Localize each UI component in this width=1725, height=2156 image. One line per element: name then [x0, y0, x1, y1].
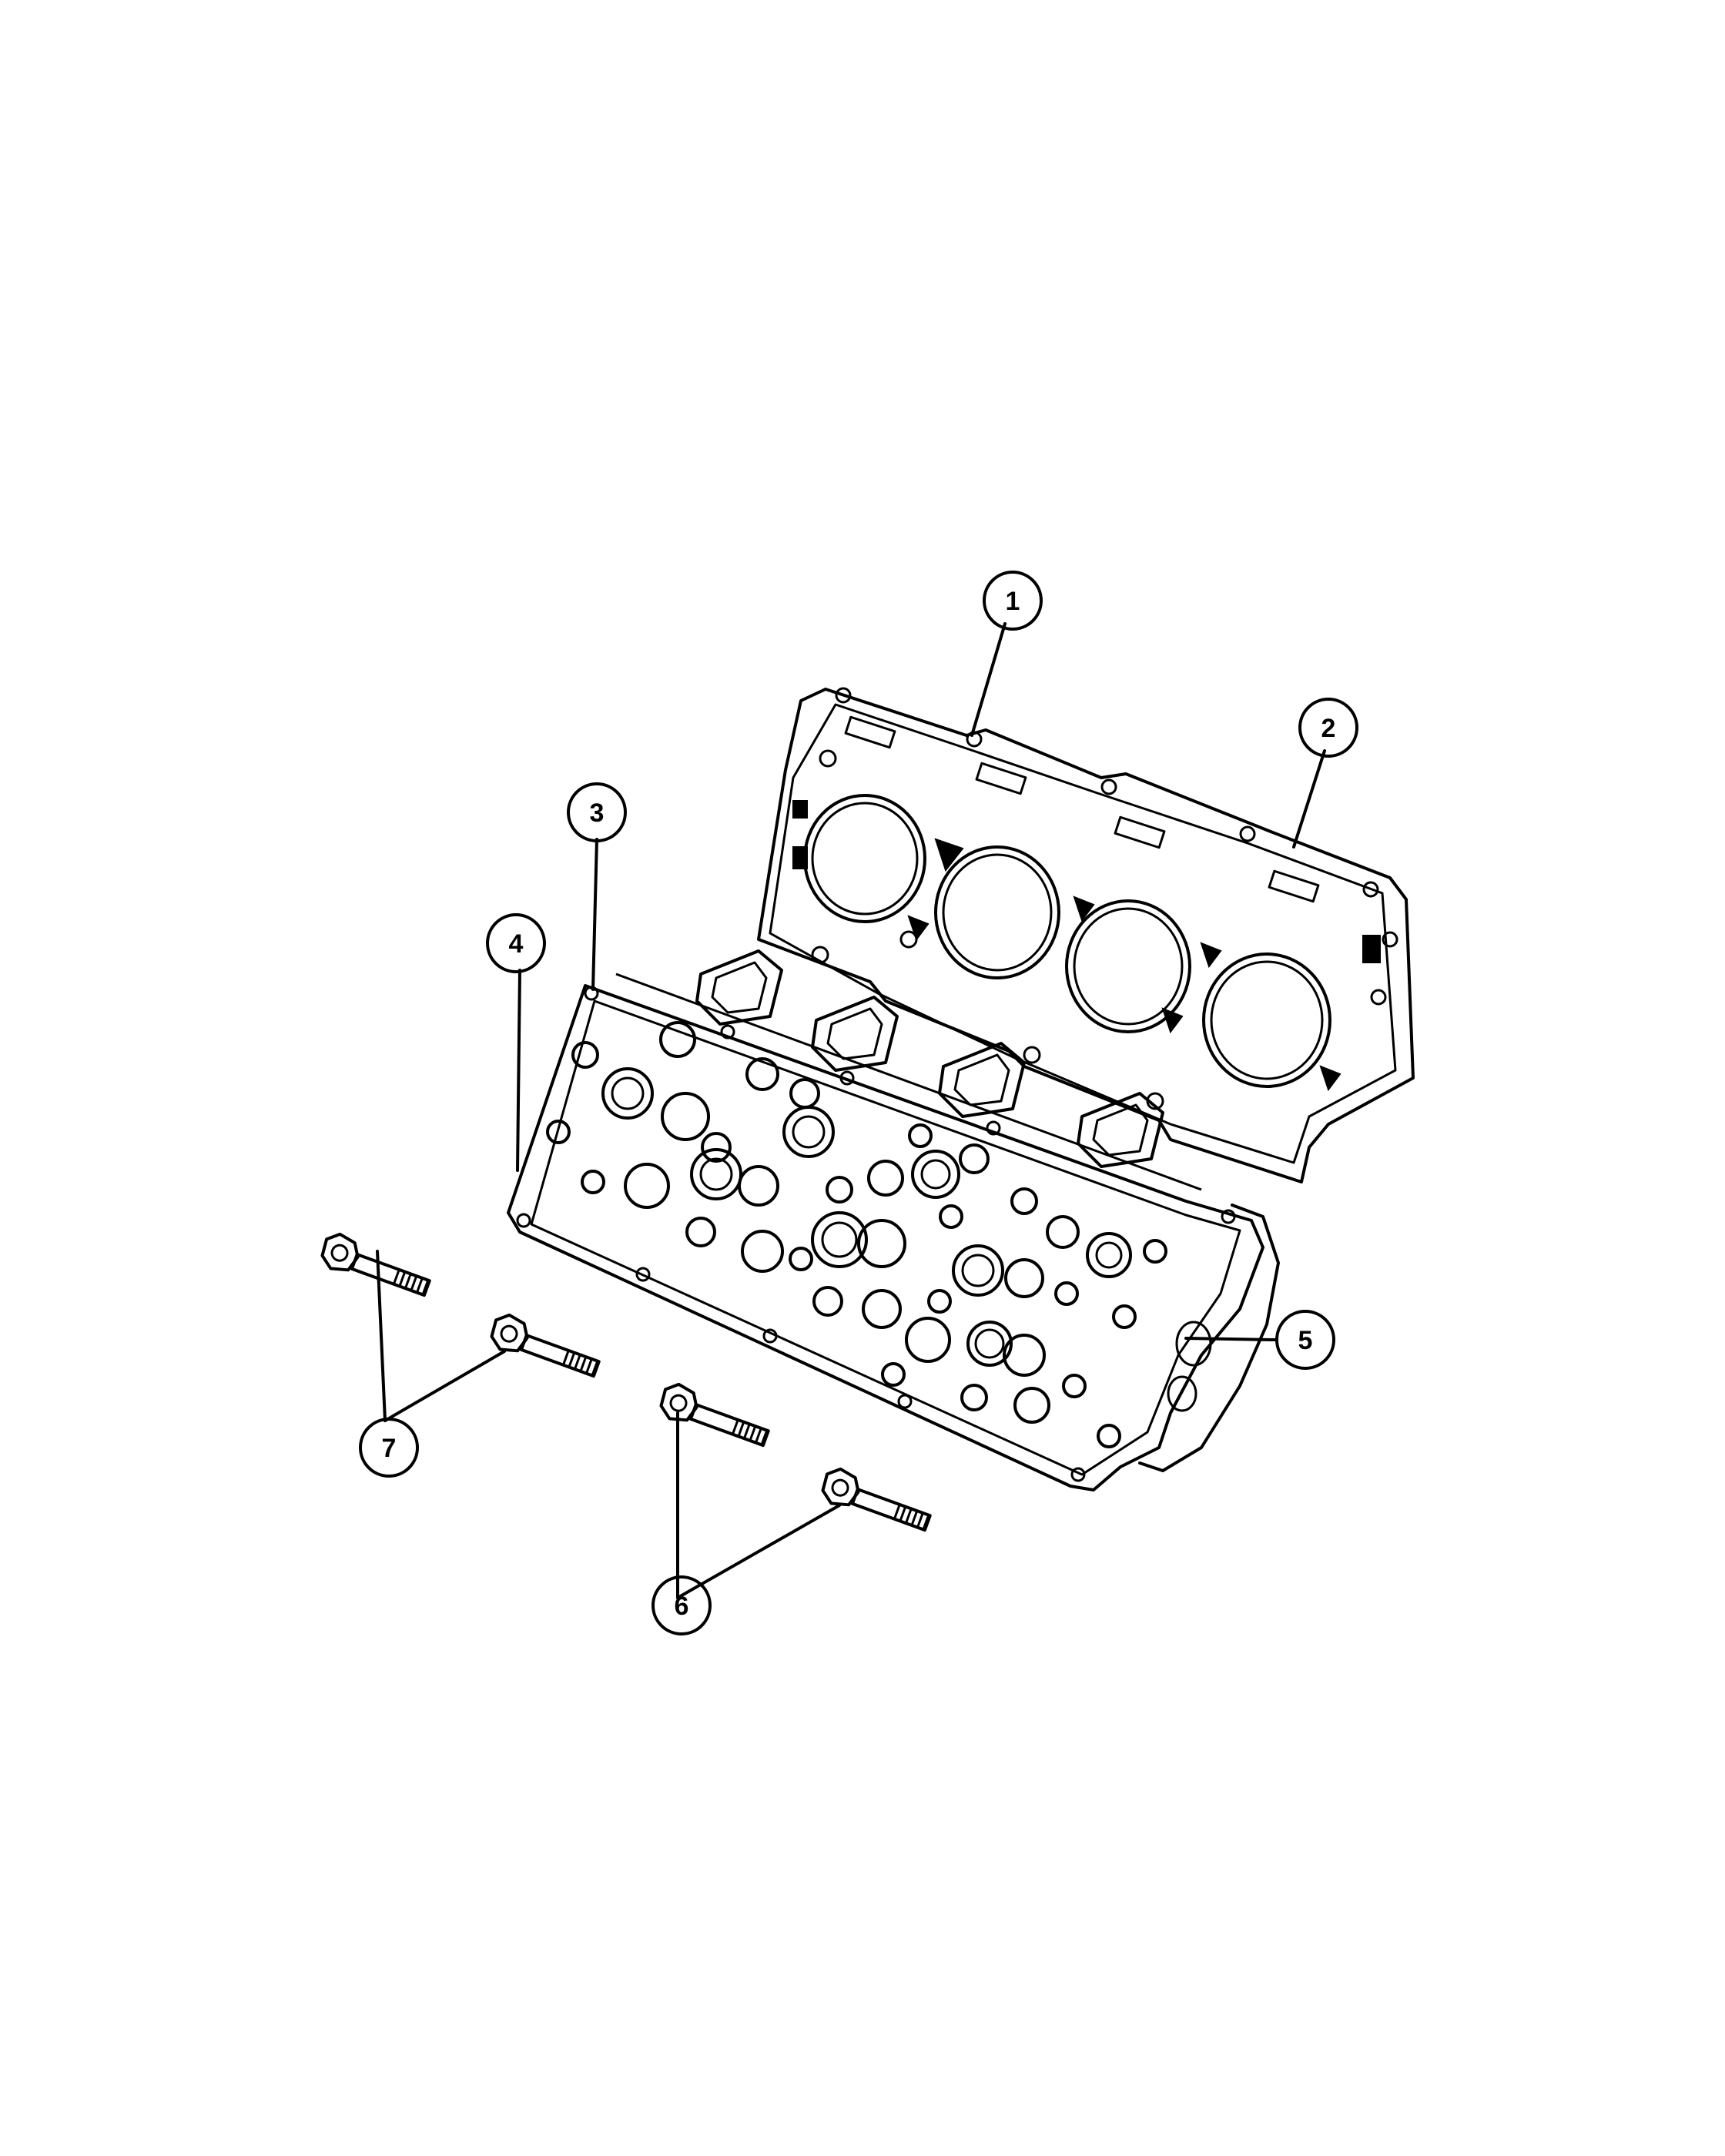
callout-label: 4 [509, 929, 524, 959]
callout-3: 3 [567, 782, 627, 842]
gasket-bore-ring [1202, 952, 1331, 1088]
head-gasket [757, 687, 1415, 1183]
head-bolt [490, 1313, 601, 1378]
head-bolt [320, 1232, 431, 1297]
leader-lines [376, 622, 1326, 1599]
cylinder-head [507, 949, 1280, 1491]
gasket-bore-ring [803, 794, 926, 923]
callout-2: 2 [1298, 698, 1358, 758]
callout-label: 6 [675, 1592, 689, 1621]
callout-1: 1 [983, 571, 1043, 631]
callout-label: 3 [590, 798, 605, 828]
callout-label: 7 [382, 1434, 397, 1463]
gasket-bore-ring [934, 845, 1060, 979]
callout-7: 7 [359, 1418, 419, 1478]
callout-label: 2 [1321, 714, 1336, 743]
head-bolt [821, 1467, 932, 1532]
head-bolt-holes [516, 986, 1236, 1482]
gasket-coolant-ports [792, 715, 1381, 1092]
callout-4: 4 [486, 913, 546, 973]
callout-6: 6 [651, 1575, 712, 1635]
callout-label: 5 [1298, 1326, 1313, 1355]
callout-label: 1 [1006, 587, 1020, 616]
valve-seats [546, 1021, 1167, 1448]
head-bolt [659, 1382, 770, 1448]
head-end-face [1138, 1204, 1280, 1472]
callout-5: 5 [1275, 1310, 1335, 1370]
gasket-bore-ring [1065, 899, 1191, 1033]
